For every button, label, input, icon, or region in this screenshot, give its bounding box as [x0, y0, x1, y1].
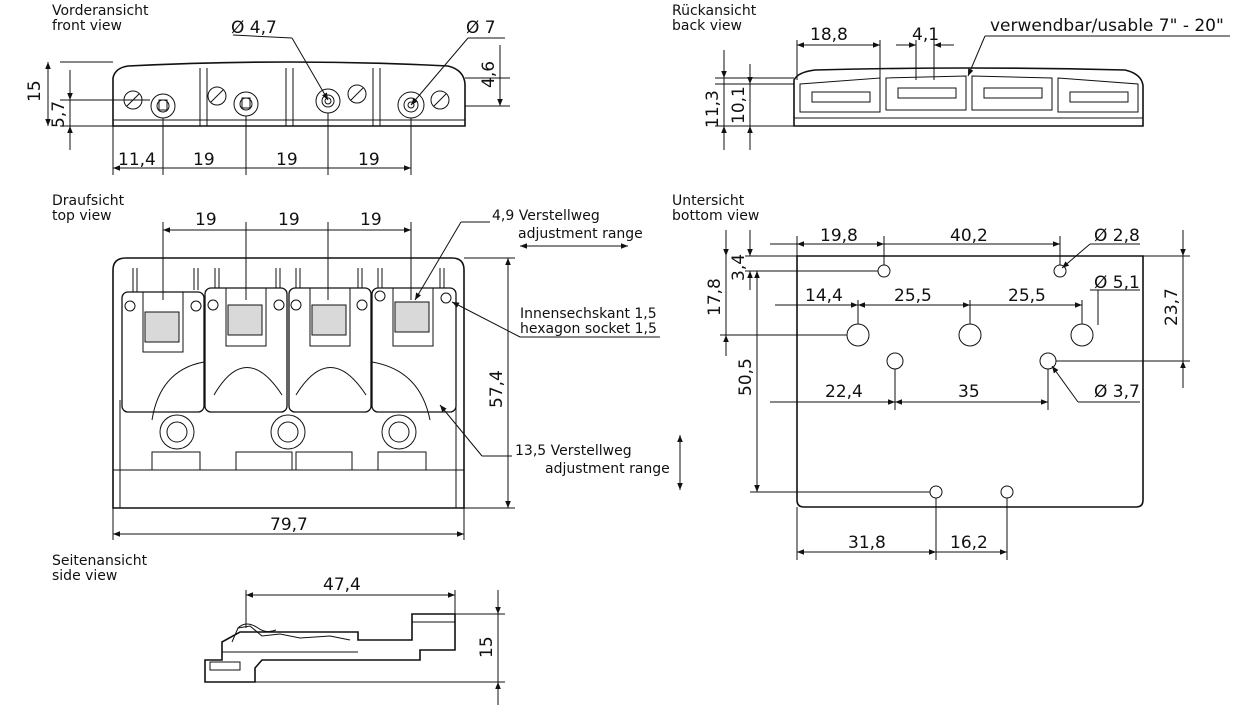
top-depth: 57,4 [487, 370, 507, 408]
top-mounting-hole [159, 414, 195, 450]
back-view-title: Rückansicht back view [672, 3, 757, 34]
top-view-title: Draufsicht top view [52, 193, 125, 224]
bottom-v-small: 3,4 [729, 254, 749, 281]
front-spacing-1: 19 [193, 150, 215, 170]
front-saddle-hole [315, 88, 341, 114]
bottom-plate-outline [796, 255, 1144, 508]
back-usable-range: verwendbar/usable 7" - 20" [990, 16, 1224, 36]
svg-text:bottom view: bottom view [672, 208, 759, 224]
bottom-view: 19,8 40,2 Ø 2,8 3,4 17,8 14,4 25,5 25,5 … [705, 226, 1190, 560]
top-view: 19 19 19 4,9 Verstellweg adjustment rang… [112, 208, 683, 540]
side-length: 47,4 [323, 575, 361, 595]
bottom-hole-mid-dia: Ø 5,1 [1094, 273, 1140, 293]
svg-text:Draufsicht: Draufsicht [52, 193, 125, 209]
back-width: 18,8 [810, 25, 848, 45]
bottom-hole-large [886, 352, 904, 370]
top-mounting-hole [270, 414, 306, 450]
front-screw [207, 86, 227, 106]
bottom-h1: 14,4 [805, 286, 843, 306]
front-saddle-hole [150, 93, 176, 119]
back-saddle [885, 75, 967, 111]
top-adj-small-en: adjustment range [518, 226, 643, 242]
front-screw [430, 90, 450, 110]
top-spacing-2: 19 [278, 210, 300, 230]
front-view: 15 5,7 4,6 Ø 4,7 Ø 7 11,4 19 19 19 [25, 18, 510, 175]
back-saddle [799, 77, 881, 113]
svg-text:front view: front view [52, 18, 122, 34]
bottom-h2: 25,5 [894, 286, 932, 306]
front-spacing-2: 19 [276, 150, 298, 170]
front-dia-large: Ø 7 [466, 18, 496, 38]
top-width: 79,7 [270, 515, 308, 535]
back-saddle [971, 75, 1053, 111]
back-height-outer: 11,3 [703, 90, 723, 128]
bottom-hole-small [877, 264, 891, 278]
bottom-d2: 40,2 [950, 226, 988, 246]
top-adj-large-en: adjustment range [545, 461, 670, 477]
top-saddle [371, 287, 457, 421]
bottom-hole-mid [958, 323, 982, 347]
top-saddle [288, 287, 372, 413]
top-saddle [121, 291, 205, 421]
back-height-inner: 10,1 [729, 86, 749, 124]
bottom-h3: 25,5 [1008, 286, 1046, 306]
side-view-title: Seitenansicht side view [52, 553, 148, 584]
svg-text:Rückansicht: Rückansicht [672, 3, 757, 19]
svg-text:back view: back view [672, 18, 742, 34]
front-height-15: 15 [25, 80, 45, 102]
top-adj-small-de: 4,9 Verstellweg [492, 208, 600, 224]
bottom-hole-small [1053, 264, 1067, 278]
bottom-view-title: Untersicht bottom view [672, 193, 759, 224]
bottom-hole-mid [846, 323, 870, 347]
back-saddle [1057, 77, 1139, 113]
top-adj-large-de: 13,5 Verstellweg [515, 443, 632, 459]
bottom-v-right: 23,7 [1162, 288, 1182, 326]
bottom-hole-small [1000, 485, 1014, 499]
svg-text:Vorderansicht: Vorderansicht [52, 3, 149, 19]
front-right-height: 4,6 [479, 61, 499, 88]
side-body-outline [204, 613, 456, 683]
bottom-h4: 22,4 [825, 382, 863, 402]
front-screw [347, 84, 367, 104]
bottom-hole-large [1039, 352, 1057, 370]
bottom-hole-large-dia: Ø 3,7 [1094, 382, 1140, 402]
bottom-v-mid: 17,8 [705, 278, 725, 316]
side-height: 15 [477, 636, 497, 658]
bottom-d1: 19,8 [820, 226, 858, 246]
top-body-outline [112, 257, 465, 509]
bottom-hole-mid [1070, 323, 1094, 347]
bottom-h5: 35 [958, 382, 980, 402]
front-dia-small: Ø 4,7 [231, 18, 277, 38]
back-gap: 4,1 [912, 25, 939, 45]
svg-text:top view: top view [52, 208, 112, 224]
front-spacing-3: 19 [358, 150, 380, 170]
svg-text:Untersicht: Untersicht [672, 193, 745, 209]
top-socket-de: Innensechskant 1,5 [520, 306, 657, 322]
bottom-hole-small-dia: Ø 2,8 [1094, 226, 1140, 246]
top-socket-en: hexagon socket 1,5 [520, 321, 657, 337]
front-hole-height: 5,7 [49, 101, 69, 128]
front-body-outline [112, 61, 466, 127]
top-spacing-3: 19 [360, 210, 382, 230]
side-view: 47,4 15 [204, 575, 505, 705]
front-saddle-hole [233, 91, 259, 117]
bottom-hole-small [929, 485, 943, 499]
front-view-title: Vorderansicht front view [52, 3, 149, 34]
top-saddle [204, 287, 288, 413]
back-view: 18,8 4,1 verwendbar/usable 7" - 20" 11,3… [703, 16, 1230, 150]
top-spacing-1: 19 [195, 210, 217, 230]
bottom-v-big: 50,5 [736, 358, 756, 396]
bottom-b2: 16,2 [950, 533, 988, 553]
bottom-b1: 31,8 [848, 533, 886, 553]
front-offset: 11,4 [118, 150, 156, 170]
top-mounting-hole [381, 414, 417, 450]
svg-text:side view: side view [52, 568, 117, 584]
back-body-outline [793, 67, 1144, 127]
svg-text:Seitenansicht: Seitenansicht [52, 553, 148, 569]
